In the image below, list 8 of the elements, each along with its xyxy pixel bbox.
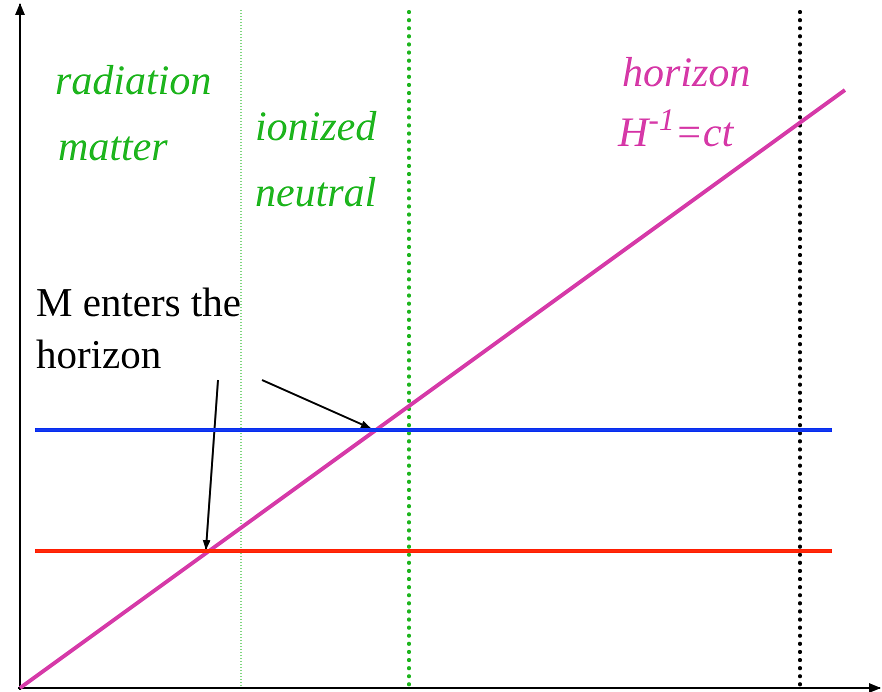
annotation-text: matter xyxy=(58,126,168,168)
annotation-text: ionized xyxy=(255,106,376,148)
annotation-text: horizon xyxy=(622,52,750,94)
annotation-text: neutral xyxy=(255,172,376,214)
callout-text: M enters the horizon xyxy=(36,278,242,379)
annotation-text: radiation xyxy=(55,60,212,102)
leader-arrow xyxy=(202,380,219,550)
leader-arrow xyxy=(262,379,371,429)
